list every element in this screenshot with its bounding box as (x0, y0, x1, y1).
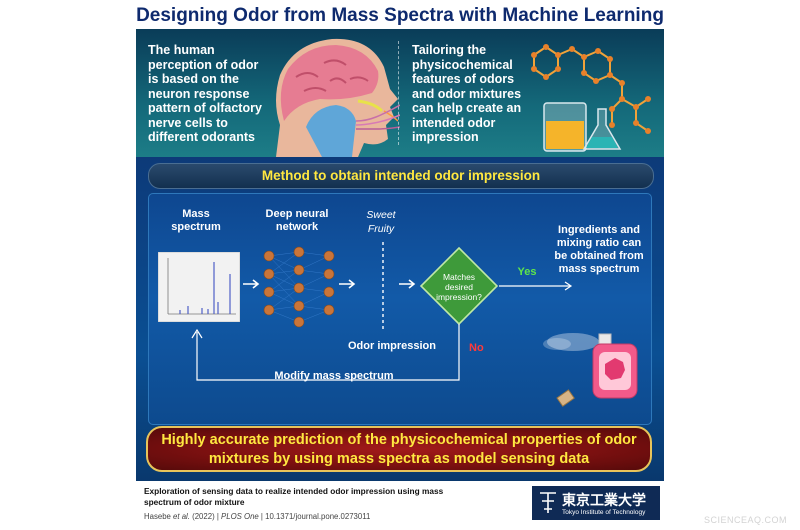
citation-year: (2022) | (192, 512, 219, 521)
arrow-right-icon (399, 279, 416, 289)
watermark: SCIENCEAQ.COM (704, 515, 788, 525)
citation-reference: Hasebe et al. (2022) | PLOS One | 10.137… (144, 512, 474, 521)
titech-emblem-icon (540, 492, 556, 513)
molecule-structure-icon (531, 44, 651, 134)
yes-label: Yes (517, 266, 537, 278)
citation-authors: Hasebe (144, 512, 171, 521)
mass-spectrum-chart (158, 252, 240, 322)
right-panel-text: Tailoring the physicochemical features o… (412, 43, 522, 144)
citation-etal: et al. (173, 512, 190, 521)
institution-logo: 東京工業大学 Tokyo Institute of Technology (532, 486, 660, 520)
citation-doi: | 10.1371/journal.pone.0273011 (260, 512, 371, 521)
arrow-right-icon (339, 279, 356, 289)
odor-waves-icon (356, 104, 400, 130)
top-panel: The human perception of odor is based on… (136, 29, 664, 157)
method-banner: Method to obtain intended odor impressio… (148, 163, 654, 189)
citation-journal: PLOS One (221, 512, 259, 521)
decision-text: Matches desired impression? (436, 272, 482, 302)
left-panel-text: The human perception of odor is based on… (148, 43, 262, 144)
poster-body: The human perception of odor is based on… (136, 29, 664, 481)
method-flow-box: Mass spectrum Deep neural network Sweet … (148, 193, 652, 425)
logo-japanese-name: 東京工業大学 (562, 493, 646, 509)
conclusion-banner: Highly accurate prediction of the physic… (146, 426, 652, 472)
fruity-label: Fruity (367, 223, 395, 235)
logo-english-name: Tokyo Institute of Technology (562, 509, 646, 516)
panel-divider (398, 41, 399, 145)
perfume-bottle-icon (543, 333, 638, 407)
neural-network-icon (263, 246, 335, 328)
citation-title: Exploration of sensing data to realize i… (144, 486, 444, 507)
odor-impression-label: Odor impression (347, 340, 437, 352)
dashed-divider (382, 242, 384, 332)
sweet-label: Sweet (366, 209, 396, 221)
feedback-loop-arrow (191, 324, 460, 381)
beaker-flask-icon (543, 102, 622, 152)
result-text: Ingredients and mixing ratio can be obta… (554, 224, 644, 275)
no-label: No (469, 342, 484, 354)
head-brain-illustration (276, 38, 398, 157)
mass-spectrum-label: Mass spectrum (171, 208, 221, 233)
dnn-label: Deep neural network (265, 208, 329, 233)
poster-title: Designing Odor from Mass Spectra with Ma… (136, 5, 664, 26)
arrow-right-icon (243, 279, 260, 289)
modify-spectrum-label: Modify mass spectrum (274, 370, 394, 382)
yes-arrow-icon (499, 281, 573, 291)
